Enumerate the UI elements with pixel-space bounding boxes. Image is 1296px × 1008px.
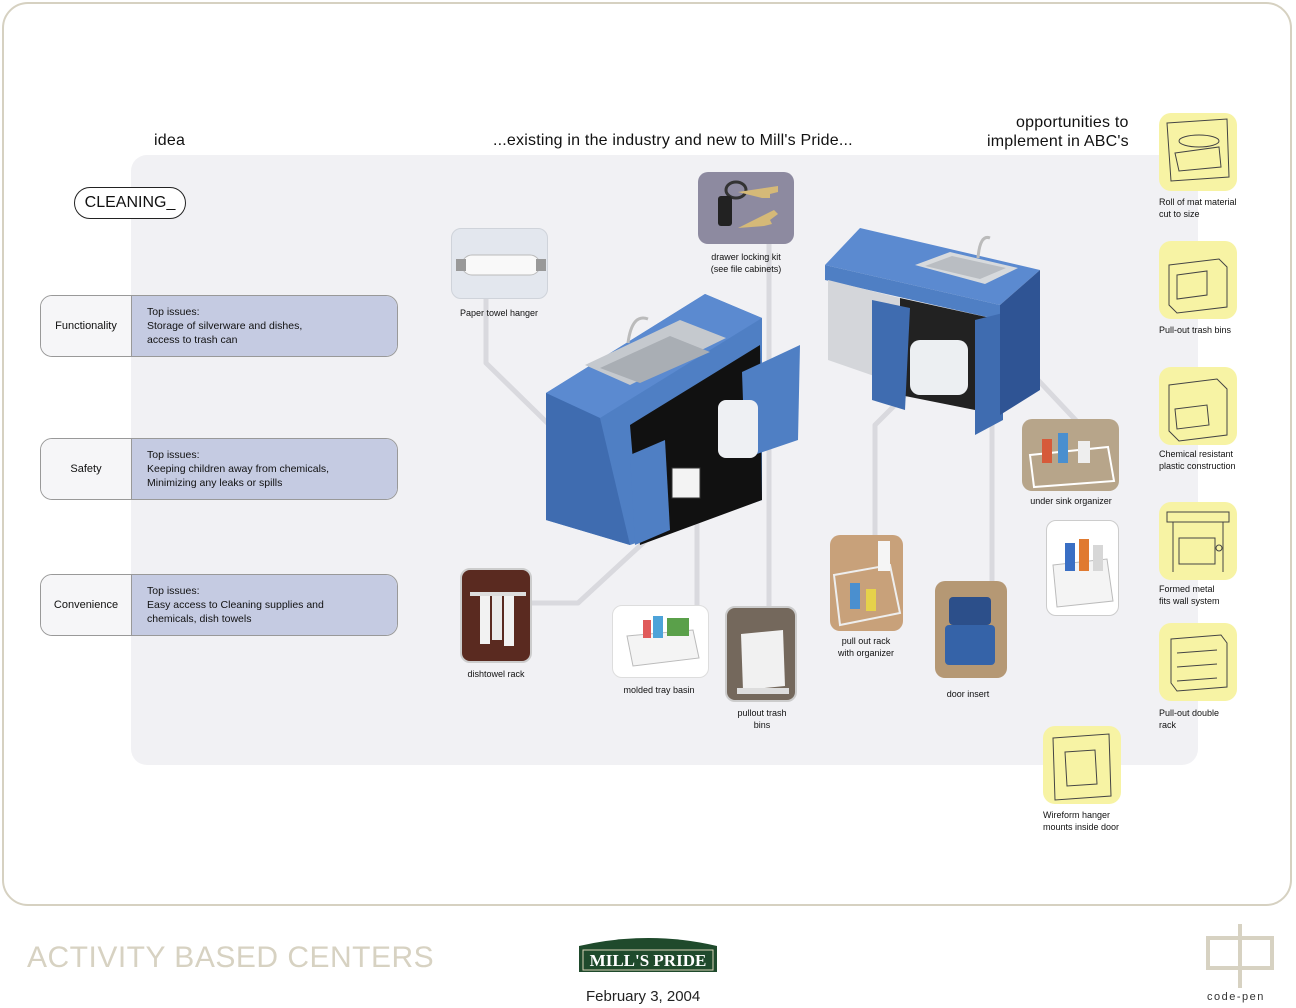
opportunity-card-formed-metal (1159, 502, 1237, 580)
opportunity-caption: cut to size (1159, 209, 1200, 219)
issue-functionality: Functionality Top issues: Storage of sil… (40, 295, 398, 357)
left-sink-cabinet (546, 294, 800, 545)
issue-line: Keeping children away from chemicals, (147, 463, 330, 475)
pullout-trash-bins-caption-2: bins (753, 720, 771, 730)
pull-out-rack-caption: pull out rack (841, 636, 891, 646)
issue-line: Top issues: (147, 306, 200, 318)
issue-safety: Safety Top issues: Keeping children away… (40, 438, 398, 500)
mills-pride-logo: MILL'S PRIDE (577, 936, 719, 974)
issue-line: Easy access to Cleaning supplies and (147, 599, 324, 611)
opportunity-caption: Pull-out trash bins (1159, 325, 1232, 335)
drawer-locking-kit-caption: drawer locking kit (711, 252, 781, 262)
pullout-trash-bins-image (725, 606, 797, 702)
door-insert-caption: door insert (946, 689, 990, 699)
opportunity-caption: plastic construction (1159, 461, 1236, 471)
pull-out-rack-image (830, 535, 903, 631)
topic-pill: CLEANING_ (74, 187, 186, 219)
issue-convenience: Convenience Top issues: Easy access to C… (40, 574, 398, 636)
pull-out-rack-caption-2: with organizer (837, 648, 895, 658)
issue-label: Functionality (41, 296, 132, 356)
issue-line: Top issues: (147, 449, 200, 461)
right-sink-cabinet (825, 228, 1040, 435)
door-insert-image (935, 581, 1007, 678)
dishtowel-rack-caption: dishtowel rack (467, 669, 525, 679)
opportunity-caption: Chemical resistant (1159, 449, 1234, 459)
opportunity-caption: fits wall system (1159, 596, 1220, 606)
under-sink-tray-image (1046, 520, 1119, 616)
footer-date: February 3, 2004 (586, 988, 701, 1005)
paper-towel-caption: Paper towel hanger (459, 308, 539, 318)
issue-line: chemicals, dish towels (147, 613, 252, 625)
header-idea: idea (154, 132, 186, 149)
opportunity-caption: mounts inside door (1043, 822, 1120, 832)
header-industry: ...existing in the industry and new to M… (493, 132, 853, 149)
opportunity-card-mat (1159, 113, 1237, 191)
issue-line: Storage of silverware and dishes, (147, 320, 303, 332)
paper-towel-hanger-image (451, 228, 548, 299)
issue-text: Top issues: Storage of silverware and di… (132, 296, 397, 356)
drawer-locking-kit-caption-note: (see file cabinets) (710, 264, 782, 274)
opportunity-card-double-rack (1159, 623, 1237, 701)
opportunity-card-trash-bins (1159, 241, 1237, 319)
code-pen-logo-icon (1204, 922, 1278, 1006)
pullout-trash-bins-caption: pullout trash (737, 708, 787, 718)
under-sink-organizer-caption: under sink organizer (1030, 496, 1112, 506)
issue-text: Top issues: Keeping children away from c… (132, 439, 397, 499)
molded-tray-basin-caption: molded tray basin (623, 685, 695, 695)
issue-label: Safety (41, 439, 132, 499)
opportunity-card-wireform (1043, 726, 1121, 804)
opportunity-card-chemical (1159, 367, 1237, 445)
opportunity-caption: Pull-out double (1159, 708, 1220, 718)
issue-text: Top issues: Easy access to Cleaning supp… (132, 575, 397, 635)
logo-text: MILL'S PRIDE (590, 951, 707, 970)
issue-line: Minimizing any leaks or spills (147, 477, 283, 489)
issue-line: access to trash can (147, 334, 238, 346)
footer-title: ACTIVITY BASED CENTERS (27, 941, 435, 974)
opportunity-caption: rack (1159, 720, 1177, 730)
issue-line: Top issues: (147, 585, 200, 597)
footer-studio: code-pen (1207, 991, 1265, 1003)
topic-label: CLEANING_ (84, 194, 176, 211)
drawer-locking-kit-image (698, 172, 794, 244)
header-opportunities-line2: implement in ABC's (987, 133, 1129, 150)
opportunity-caption: Formed metal (1159, 584, 1215, 594)
dishtowel-rack-image (460, 568, 532, 663)
opportunity-caption: Roll of mat material (1159, 197, 1237, 207)
under-sink-organizer-image (1022, 419, 1119, 491)
header-opportunities-line1: opportunities to (1016, 114, 1129, 131)
opportunity-caption: Wireform hanger (1043, 810, 1111, 820)
issue-label: Convenience (41, 575, 132, 635)
molded-tray-basin-image (612, 605, 709, 678)
